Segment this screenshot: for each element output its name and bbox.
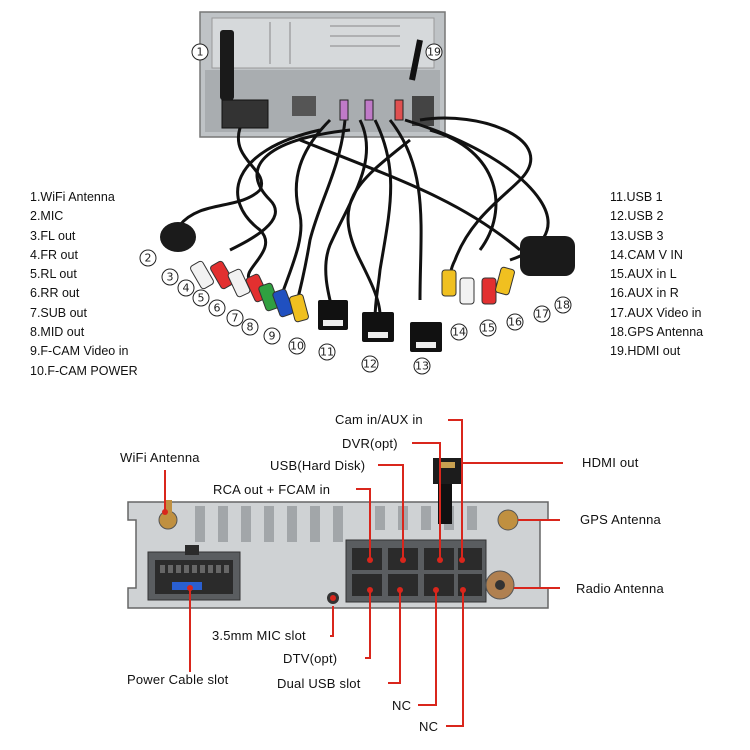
legend-item: 4.FR out: [30, 247, 78, 262]
legend-item: 14.CAM V IN: [610, 247, 683, 262]
cable-bundle: [178, 116, 550, 321]
legend-item: 2.MIC: [30, 209, 64, 224]
svg-text:4: 4: [183, 282, 190, 295]
legend-item: 7.SUB out: [30, 305, 87, 320]
svg-text:12: 12: [363, 358, 377, 371]
svg-text:19: 19: [427, 46, 441, 59]
rear-panel: [127, 458, 549, 609]
label-wifi-antenna: WiFi Antenna: [120, 450, 200, 465]
label-cam-in-aux-in: Cam in/AUX in: [335, 412, 423, 427]
svg-text:7: 7: [232, 312, 239, 325]
legend-item: 15.AUX in L: [610, 267, 677, 282]
legend-item: 5.RL out: [30, 267, 77, 282]
label-radio-antenna: Radio Antenna: [576, 581, 664, 596]
legend-left: 1.WiFi Antenna 2.MIC 3.FL out 4.FR out 5…: [30, 188, 138, 381]
svg-text:3: 3: [167, 271, 174, 284]
legend-item: 12.USB 2: [610, 209, 664, 224]
svg-text:14: 14: [452, 326, 466, 339]
legend-item: 10.F-CAM POWER: [30, 363, 138, 378]
svg-text:9: 9: [269, 330, 276, 343]
legend-item: 11.USB 1: [610, 190, 663, 204]
label-power-cable-slot: Power Cable slot: [127, 672, 229, 687]
label-nc-2: NC: [419, 719, 439, 734]
marker-numbers: 1 19 2 3 4 5 6 7 8 9 10 11 12 13 14 15 1…: [145, 46, 571, 373]
label-dual-usb-slot: Dual USB slot: [277, 676, 361, 691]
head-unit-cable-illustration: 1 19 2 3 4 5 6 7 8 9 10 11 12 13 14 15 1…: [139, 11, 575, 375]
svg-text:8: 8: [247, 321, 254, 334]
label-mic-slot: 3.5mm MIC slot: [212, 628, 306, 643]
svg-text:10: 10: [290, 340, 304, 353]
svg-text:15: 15: [481, 322, 495, 335]
rca-plugs: [190, 260, 515, 323]
legend-item: 9.F-CAM Video in: [30, 344, 129, 359]
legend-item: 18.GPS Antenna: [610, 325, 704, 340]
svg-text:2: 2: [145, 252, 152, 265]
legend-item: 3.FL out: [30, 228, 76, 243]
legend-item: 17.AUX Video in: [610, 305, 702, 320]
label-hdmi-out: HDMI out: [582, 455, 639, 470]
svg-text:5: 5: [198, 292, 205, 305]
legend-item: 8.MID out: [30, 325, 85, 340]
legend-right: 11.USB 1 12.USB 2 13.USB 3 14.CAM V IN 1…: [610, 188, 703, 362]
marker-1: [191, 43, 209, 61]
marker-19: [425, 43, 443, 61]
legend-item: 13.USB 3: [610, 228, 664, 243]
label-rca-out-fcam-in: RCA out + FCAM in: [213, 482, 331, 497]
svg-text:13: 13: [415, 360, 429, 373]
legend-item: 19.HDMI out: [610, 344, 681, 359]
svg-text:16: 16: [508, 316, 522, 329]
svg-text:17: 17: [535, 308, 549, 321]
label-usb-hard-disk: USB(Hard Disk): [270, 458, 366, 473]
legend-item: 6.RR out: [30, 286, 80, 301]
label-dtv-opt: DTV(opt): [283, 651, 338, 666]
svg-text:6: 6: [214, 302, 221, 315]
mic-capsule: [160, 222, 196, 252]
gps-antenna-block: [520, 236, 575, 276]
svg-text:1: 1: [197, 46, 204, 59]
label-gps-antenna: GPS Antenna: [580, 512, 661, 527]
callout-lines: [164, 419, 563, 727]
svg-text:11: 11: [320, 346, 334, 359]
svg-text:18: 18: [556, 299, 570, 312]
label-dvr-opt: DVR(opt): [342, 436, 398, 451]
label-nc-1: NC: [392, 698, 412, 713]
legend-item: 16.AUX in R: [610, 286, 679, 301]
wifi-antenna-stub: [220, 30, 234, 100]
legend-item: 1.WiFi Antenna: [30, 190, 115, 204]
